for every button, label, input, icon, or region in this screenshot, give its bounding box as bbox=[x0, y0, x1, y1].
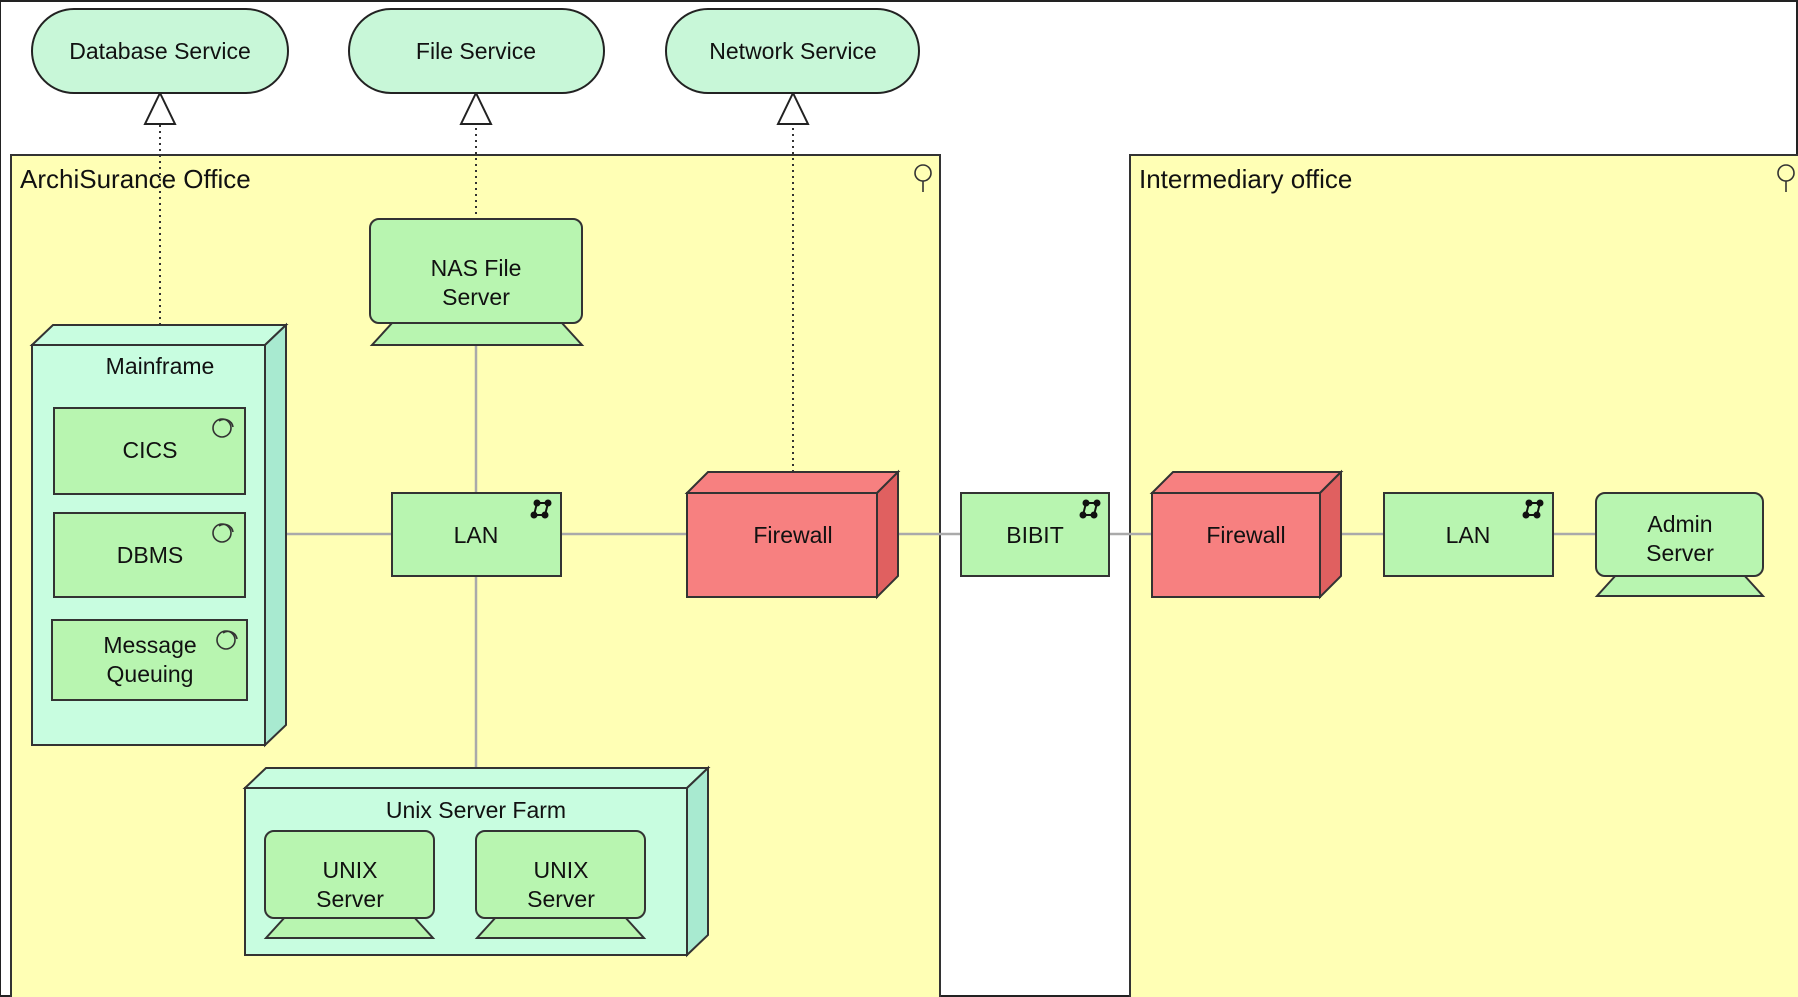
service-network-label: Network Service bbox=[709, 38, 876, 64]
service-file-label: File Service bbox=[416, 38, 536, 64]
network-icon bbox=[1079, 499, 1101, 519]
service-database[interactable]: Database Service bbox=[31, 8, 289, 94]
device-unix-server-1[interactable]: UNIX Server bbox=[263, 830, 436, 939]
network-connectors bbox=[286, 345, 1596, 768]
realization-database bbox=[143, 90, 177, 325]
firewall-right-label: Firewall bbox=[1206, 522, 1285, 548]
network-bibit[interactable]: BIBIT bbox=[960, 492, 1110, 577]
network-icon bbox=[1522, 499, 1544, 519]
nas-label-line2: Server bbox=[442, 284, 510, 310]
location-pin-icon bbox=[1777, 164, 1795, 192]
lan-left-label: LAN bbox=[454, 522, 499, 548]
bibit-label: BIBIT bbox=[1006, 522, 1064, 548]
network-icon bbox=[530, 499, 552, 519]
mq-label-line2: Queuing bbox=[107, 661, 194, 687]
network-lan-left[interactable]: LAN bbox=[391, 492, 562, 577]
location-intermediary-label: Intermediary office bbox=[1139, 164, 1352, 194]
software-message-queuing[interactable]: Message Queuing bbox=[51, 619, 248, 701]
nas-label-line1: NAS File bbox=[431, 255, 522, 281]
device-admin-server[interactable]: Admin Server bbox=[1594, 492, 1766, 597]
unix2-label-line1: UNIX bbox=[534, 857, 589, 883]
software-cics[interactable]: CICS bbox=[53, 407, 246, 495]
location-pin-icon bbox=[914, 164, 932, 192]
unix-farm-label: Unix Server Farm bbox=[386, 797, 566, 823]
mainframe-label: Mainframe bbox=[106, 353, 215, 379]
admin-label-line1: Admin bbox=[1647, 511, 1712, 537]
mq-label-line1: Message bbox=[103, 632, 196, 658]
service-database-label: Database Service bbox=[69, 38, 251, 64]
device-unix-server-2[interactable]: UNIX Server bbox=[474, 830, 647, 939]
system-software-icon bbox=[212, 523, 234, 543]
node-firewall-left[interactable]: Firewall bbox=[684, 469, 901, 600]
unix2-label-line2: Server bbox=[527, 886, 595, 912]
unix1-label-line1: UNIX bbox=[323, 857, 378, 883]
service-file[interactable]: File Service bbox=[348, 8, 605, 94]
software-dbms[interactable]: DBMS bbox=[53, 512, 246, 598]
lan-right-label: LAN bbox=[1446, 522, 1491, 548]
system-software-icon bbox=[212, 418, 234, 438]
realization-file bbox=[459, 90, 493, 220]
unix1-label-line2: Server bbox=[316, 886, 384, 912]
cics-label: CICS bbox=[123, 437, 178, 463]
service-network[interactable]: Network Service bbox=[665, 8, 920, 94]
node-firewall-right[interactable]: Firewall bbox=[1149, 469, 1344, 600]
device-nas-file-server[interactable]: NAS File Server bbox=[369, 218, 585, 346]
realization-network bbox=[776, 90, 810, 472]
location-archisurance-label: ArchiSurance Office bbox=[20, 164, 251, 194]
firewall-left-label: Firewall bbox=[753, 522, 832, 548]
admin-label-line2: Server bbox=[1646, 540, 1714, 566]
system-software-icon bbox=[216, 630, 238, 650]
dbms-label: DBMS bbox=[117, 542, 183, 568]
network-lan-right[interactable]: LAN bbox=[1383, 492, 1554, 577]
